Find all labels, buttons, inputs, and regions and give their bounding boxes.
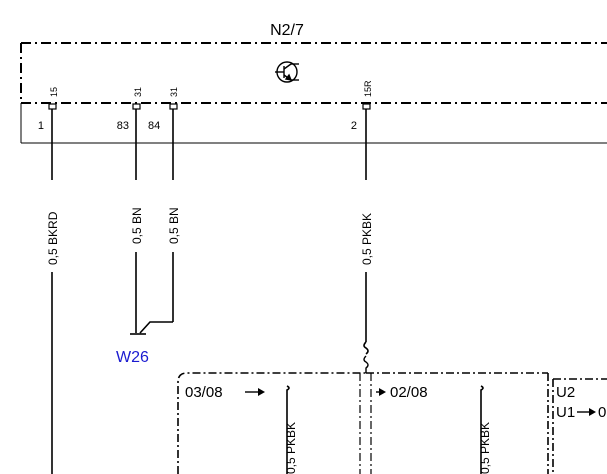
wire-label-bkrd: 0,5 BKRD [46,211,60,265]
pin-83: 31 83 [117,87,143,132]
pin-84: 31 84 [148,87,179,132]
pin-number-label: 84 [148,120,160,132]
wire-lines [51,109,369,474]
pin-terminal-label: 31 [169,87,179,97]
pin-number-label: 1 [38,120,44,132]
branch-code: 03/08 [185,384,223,401]
right-block-second: U1 [556,404,575,421]
pin-2: 15R 2 [351,80,373,132]
branch-02-08: 02/08 0,5 PKBK [376,384,492,474]
branch-code: 02/08 [390,384,428,401]
branch-box [177,355,607,474]
pin-terminal-label: 15 [49,87,59,97]
wire-label-pkbk: 0,5 PKBK [360,213,374,265]
pin-number-label: 2 [351,120,357,132]
ground-label: W26 [116,349,149,366]
right-block-second-suffix: 0 [598,404,606,421]
wire-label-bn-84: 0,5 BN [167,207,181,244]
branch-wire-label: 0,5 PKBK [478,422,492,474]
right-block: U2 U1 0 [556,384,606,421]
wire-label-bn-83: 0,5 BN [130,207,144,244]
branch-03-08: 03/08 0,5 PKBK [185,384,298,474]
transistor-icon [275,61,299,83]
pin-number-label: 83 [117,120,129,132]
pin-terminal-label: 15R [363,80,373,97]
pin-terminal-label: 31 [133,87,143,97]
component-title: N2/7 [270,22,304,39]
right-block-top: U2 [556,384,575,401]
pin-1: 15 1 [38,87,59,132]
component-box [20,42,607,144]
branch-wire-label: 0,5 PKBK [284,422,298,474]
